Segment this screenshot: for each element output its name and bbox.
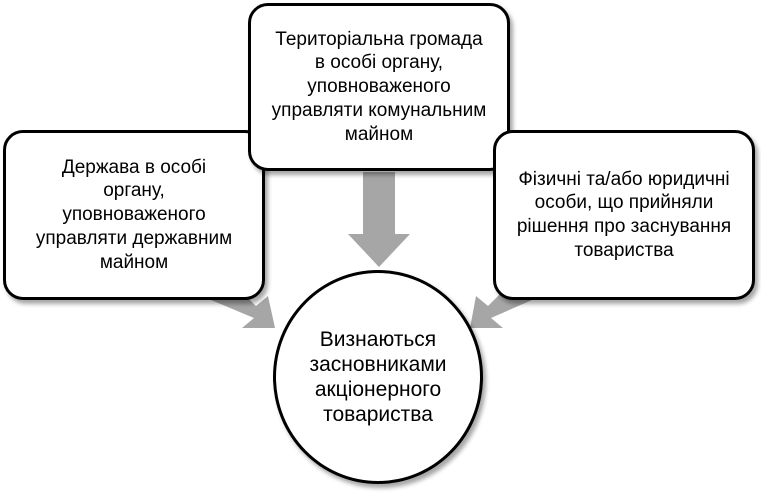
founders-circle: Визнаються засновниками акціонерного тов…	[273, 270, 483, 484]
persons-box: Фізичні та/або юридичні особи, що прийня…	[493, 130, 755, 300]
state-box: Держава в особі органу, уповноваженого у…	[3, 130, 265, 300]
community-box: Територіальна громада в особі органу, уп…	[248, 3, 510, 171]
founders-circle-text: Визнаються засновниками акціонерного тов…	[309, 327, 447, 427]
persons-box-text: Фізичні та/або юридичні особи, що прийня…	[516, 168, 732, 261]
state-box-text: Держава в особі органу, уповноваженого у…	[35, 156, 233, 273]
community-box-text: Територіальна громада в особі органу, уп…	[271, 28, 487, 145]
arrow-down	[348, 172, 410, 267]
